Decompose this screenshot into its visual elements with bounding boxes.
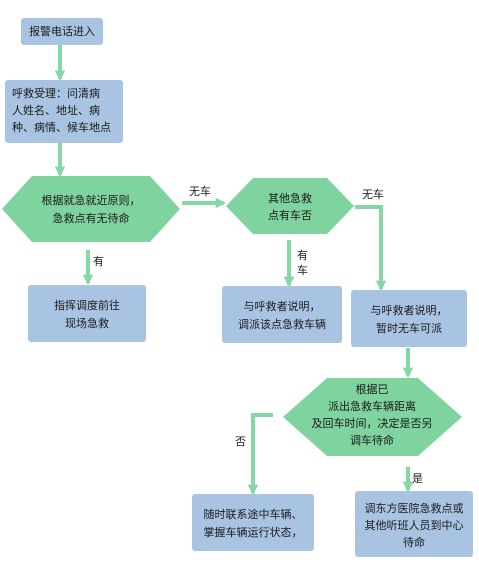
node-other-hospital-line-2: 其他听班人员到中心 <box>365 519 464 532</box>
node-explain-none-line-1: 与呼救者说明， <box>371 303 448 317</box>
node-other-hospital-line-1: 调东方医院急救点或 <box>365 501 464 515</box>
edge-label-no-car-1: 无车 <box>189 184 211 198</box>
node-contact-vehicles: 随时联系途中车辆、 掌握车辆运行状态， <box>192 494 314 551</box>
node-other-hospital: 调东方医院急救点或 其他听班人员到中心 待命 <box>355 491 473 557</box>
decision-nearest-line-2: 急救点有无待命 <box>53 211 130 225</box>
edge-label-has: 有 <box>93 254 104 268</box>
node-explain-dispatch-line-1: 与呼救者说明， <box>244 299 321 313</box>
decision-distance-line-3: 及回车时间，决定是否另 <box>312 416 433 430</box>
node-intake-line-1: 呼救受理：问清病 <box>12 86 100 100</box>
node-intake-line-2: 人姓名、地址、病 <box>12 103 100 117</box>
node-alarm-call-label: 报警电话进入 <box>29 24 95 38</box>
arrow-no-to-contact <box>247 413 273 496</box>
node-dispatch-scene-line-2: 现场急救 <box>65 316 109 330</box>
node-explain-dispatch-line-2: 调派该点急救车辆 <box>238 317 326 331</box>
decision-distance: 根据已 派出急救车辆距离 及回车时间，决定是否另 调车待命 <box>283 378 462 456</box>
decision-nearest-line-1: 根据就急就近原则， <box>42 193 141 207</box>
node-dispatch-scene-line-1: 指挥调度前往 <box>54 298 120 312</box>
node-dispatch-scene: 指挥调度前往 现场急救 <box>28 285 146 342</box>
node-alarm-call: 报警电话进入 <box>21 18 103 45</box>
decision-distance-line-2: 派出急救车辆距离 <box>328 399 416 413</box>
node-contact-vehicles-line-1: 随时联系途中车辆、 <box>204 507 303 521</box>
node-intake-line-3: 种、病情、候车地点 <box>12 120 111 134</box>
node-intake: 呼救受理：问清病 人姓名、地址、病 种、病情、候车地点 <box>5 80 123 143</box>
node-explain-none: 与呼救者说明， 暂时无车可派 <box>351 290 467 347</box>
node-contact-vehicles-line-2: 掌握车辆运行状态， <box>204 525 303 539</box>
node-explain-none-line-2: 暂时无车可派 <box>376 321 442 335</box>
arrow-nocar-to-explain-none <box>355 205 387 292</box>
edge-label-has-car-2: 车 <box>297 263 308 277</box>
decision-distance-line-1: 根据已 <box>356 382 389 396</box>
edge-label-yes: 是 <box>412 472 423 485</box>
decision-other-station-line-2: 点有车否 <box>268 208 312 222</box>
node-explain-dispatch: 与呼救者说明， 调派该点急救车辆 <box>222 286 342 343</box>
decision-distance-line-4: 调车待命 <box>350 433 394 447</box>
node-other-hospital-line-3: 待命 <box>403 535 425 549</box>
decision-nearest: 根据就急就近原则， 急救点有无待命 <box>2 176 180 242</box>
edge-label-no-car-2: 无车 <box>362 187 384 201</box>
edge-label-no: 否 <box>235 435 246 448</box>
decision-other-station-line-1: 其他急救 <box>268 191 312 205</box>
edge-label-has-car-1: 有 <box>297 248 308 262</box>
decision-other-station: 其他急救 点有车否 <box>226 178 354 234</box>
